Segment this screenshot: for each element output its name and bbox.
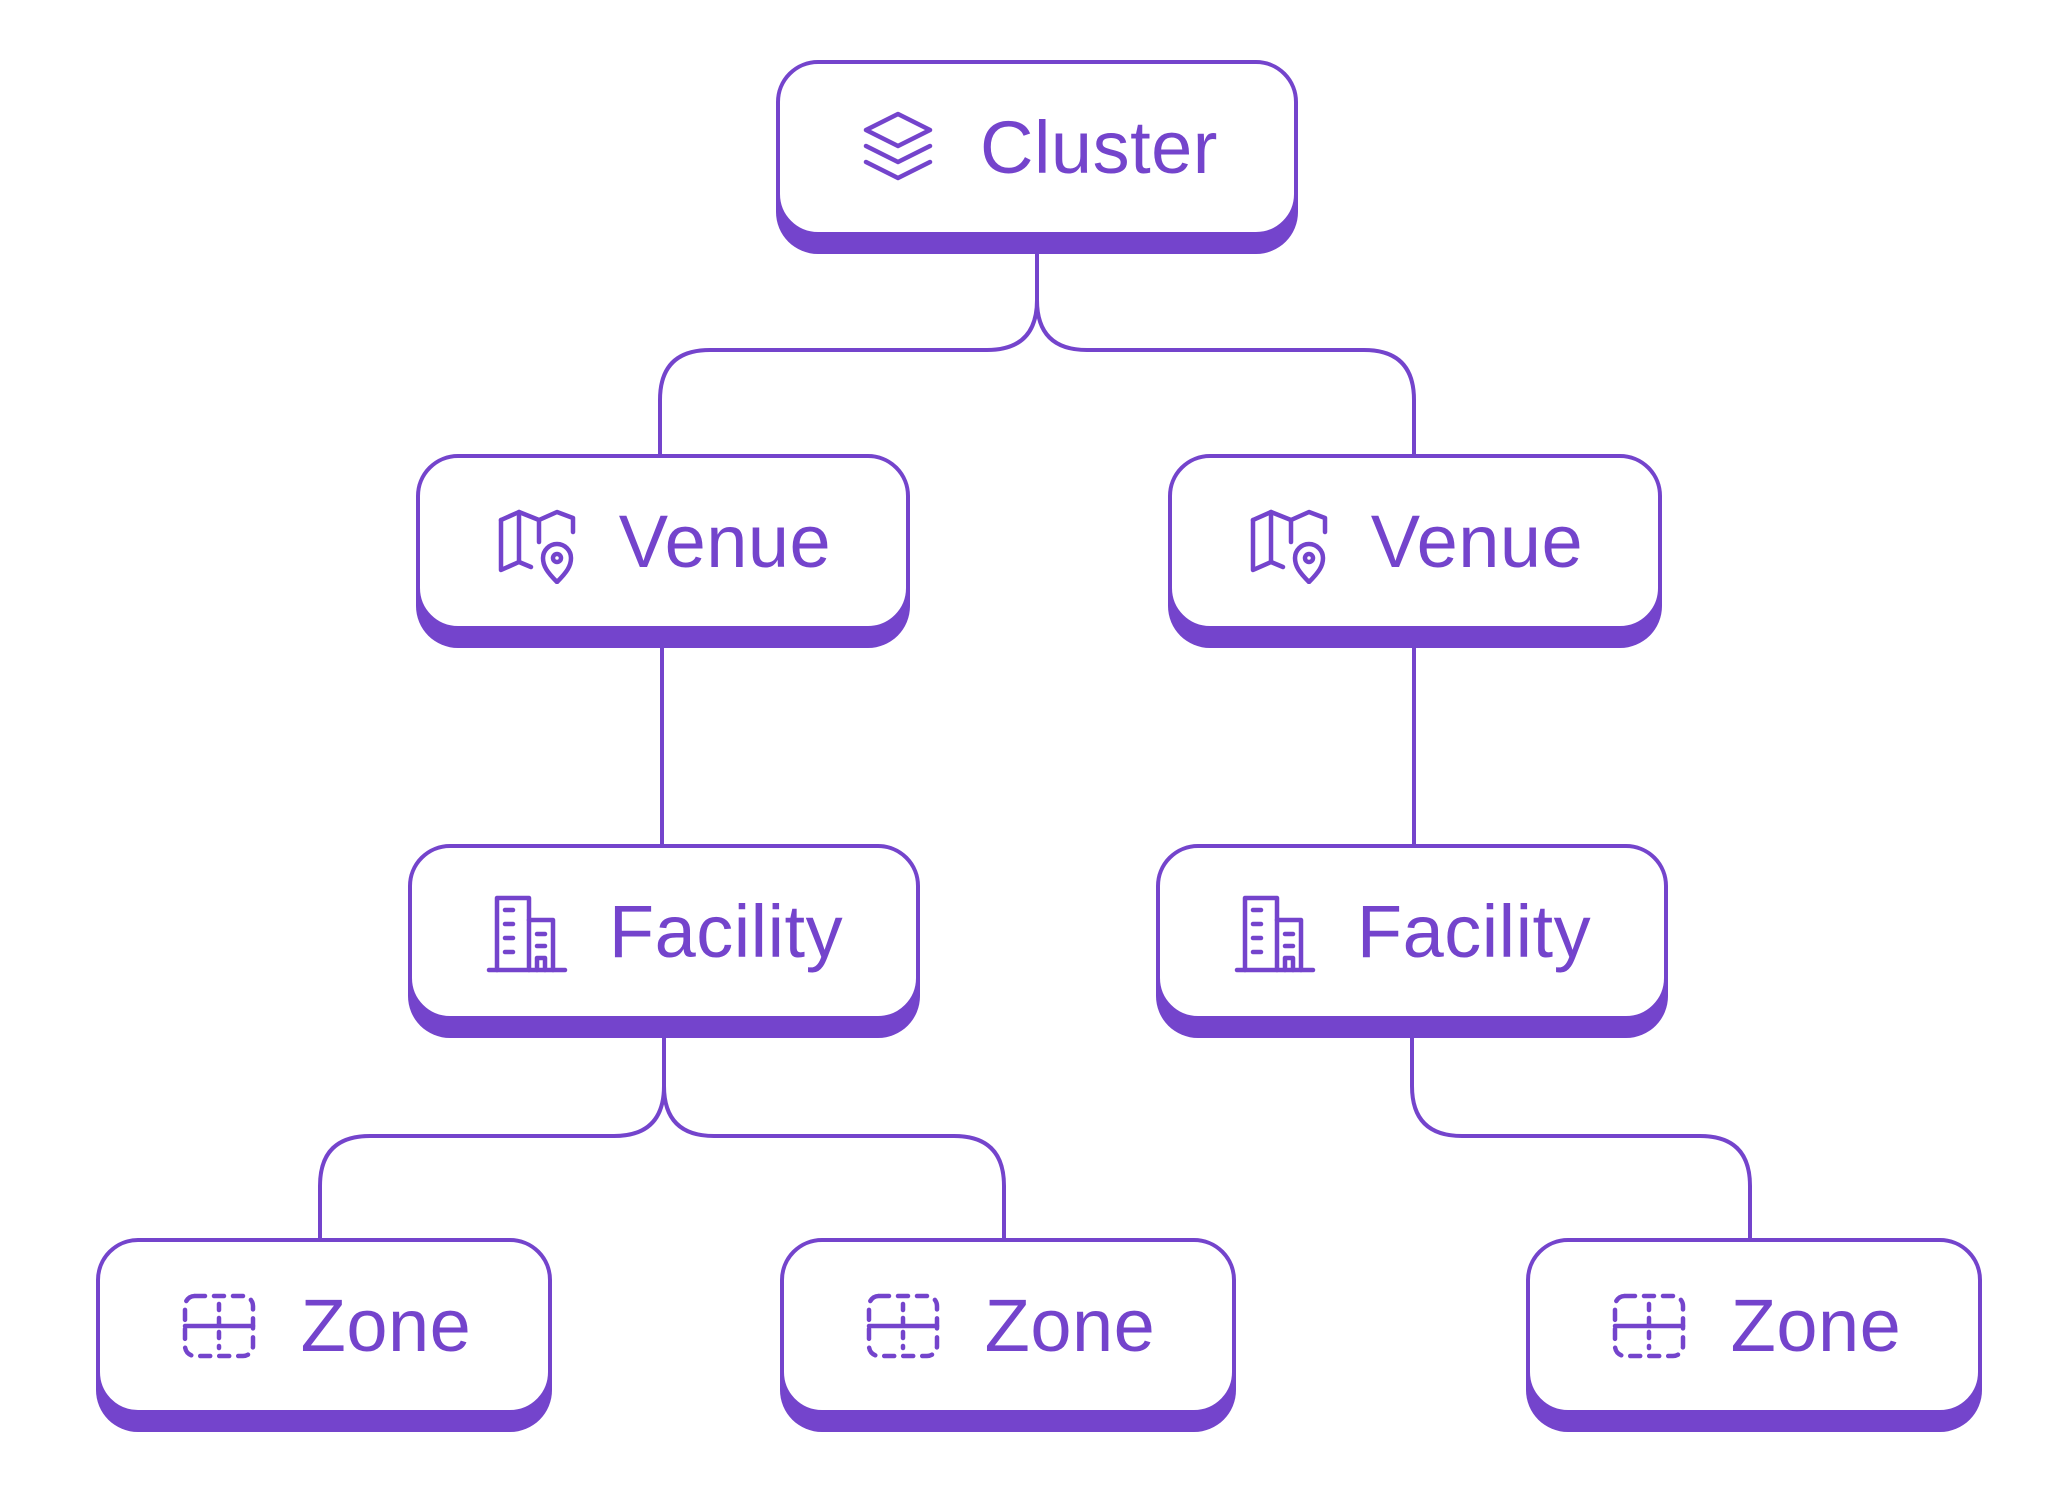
edge-cluster-venue-1 bbox=[658, 254, 1039, 454]
facility-node[interactable]: Facility bbox=[1156, 844, 1668, 1020]
cluster-label: Cluster bbox=[980, 106, 1218, 189]
buildings-icon bbox=[1233, 890, 1317, 974]
zone-label: Zone bbox=[984, 1284, 1156, 1367]
facility-label: Facility bbox=[608, 890, 844, 973]
map-pin-icon bbox=[1247, 500, 1331, 584]
zone-node[interactable]: Zone bbox=[1526, 1238, 1982, 1414]
dashed-area-icon bbox=[177, 1284, 261, 1368]
venue-label: Venue bbox=[618, 500, 832, 583]
dashed-area-icon bbox=[861, 1284, 945, 1368]
venue-node[interactable]: Venue bbox=[416, 454, 910, 630]
buildings-icon bbox=[485, 890, 569, 974]
cluster-node[interactable]: Cluster bbox=[776, 60, 1298, 236]
zone-node[interactable]: Zone bbox=[780, 1238, 1236, 1414]
facility-node[interactable]: Facility bbox=[408, 844, 920, 1020]
venue-node[interactable]: Venue bbox=[1168, 454, 1662, 630]
facility-label: Facility bbox=[1356, 890, 1592, 973]
zone-label: Zone bbox=[300, 1284, 472, 1367]
edge-facility-2-zone-3 bbox=[1410, 1038, 1752, 1238]
edge-facility-1-zone-2 bbox=[662, 1038, 1006, 1238]
zone-label: Zone bbox=[1730, 1284, 1902, 1367]
dashed-area-icon bbox=[1607, 1284, 1691, 1368]
venue-label: Venue bbox=[1370, 500, 1584, 583]
layers-stack-icon bbox=[856, 106, 940, 190]
edge-facility-1-zone-1 bbox=[318, 1038, 666, 1238]
zone-node[interactable]: Zone bbox=[96, 1238, 552, 1414]
edge-cluster-venue-2 bbox=[1035, 254, 1416, 454]
map-pin-icon bbox=[495, 500, 579, 584]
